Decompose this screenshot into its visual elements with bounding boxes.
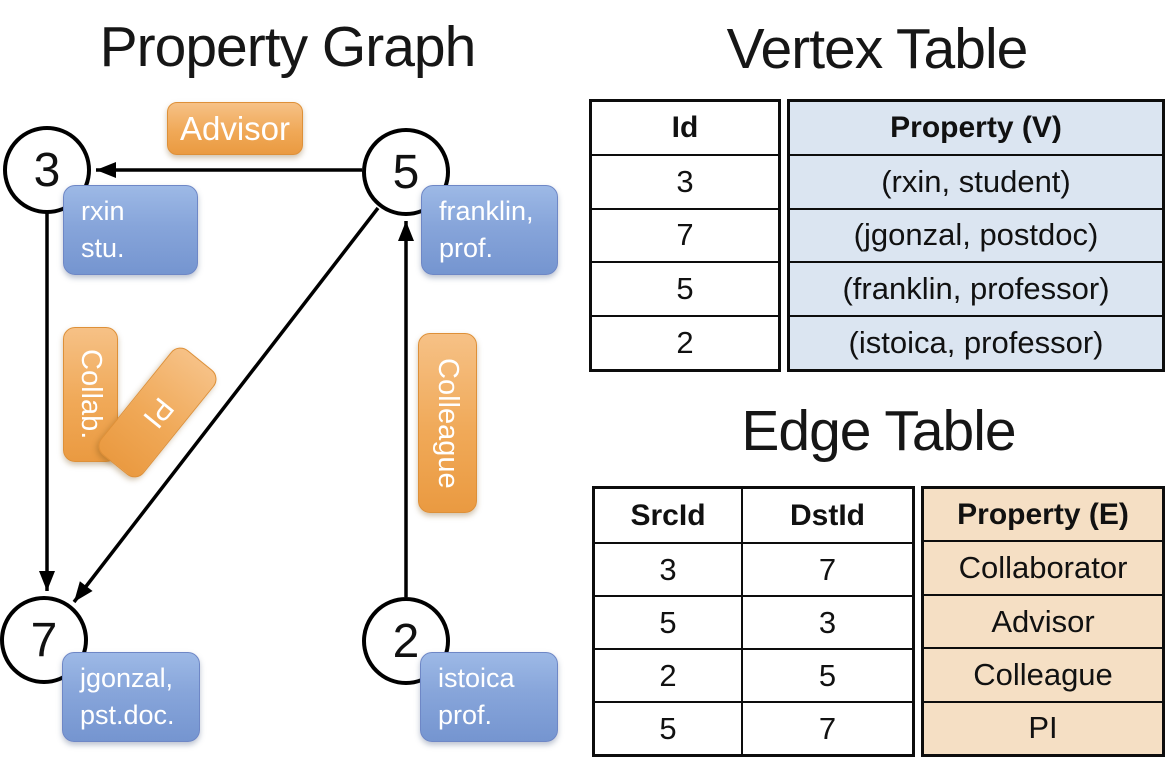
vertex-property-cell: (jgonzal, postdoc)	[790, 207, 1162, 262]
vertex-property-line: jgonzal,	[80, 663, 174, 693]
node-id-label: 3	[33, 143, 61, 197]
vertex-property-box-istoica: istoica prof.	[420, 652, 558, 742]
edge-5-to-7	[72, 206, 380, 604]
edge-label-text: Advisor	[179, 109, 291, 147]
vertex-table-property-column: Property (V) (rxin, student) (jgonzal, p…	[787, 99, 1165, 372]
vertex-property-box-franklin: franklin, prof.	[421, 185, 558, 275]
vertex-property-line: pst.doc.	[80, 700, 175, 730]
edge-table-src-dst-columns: SrcId DstId 3 7 5 3 2 5 5 7	[592, 486, 915, 757]
edge-label-advisor: Advisor	[167, 102, 303, 155]
vertex-property-line: prof.	[439, 233, 494, 263]
vertex-id-cell: 7	[592, 207, 778, 262]
graph-node-3: 3	[3, 126, 91, 214]
node-id-label: 7	[30, 613, 58, 667]
edge-property-cell: Collaborator	[924, 540, 1162, 594]
edge-src-cell: 5	[595, 701, 741, 754]
vertex-property-line: istoica	[438, 663, 515, 693]
vertex-property-box-jgonzal: jgonzal, pst.doc.	[62, 652, 200, 742]
edge-table-header-srcid: SrcId	[630, 498, 706, 532]
vertex-property-line: franklin,	[439, 196, 534, 226]
node-id-label: 5	[392, 145, 420, 199]
edge-table-header-property: Property (E)	[924, 489, 1162, 541]
edge-src-cell: 5	[595, 595, 741, 648]
vertex-table-id-column: Id 3 7 5 2	[589, 99, 781, 372]
node-id-label: 2	[392, 614, 420, 668]
vertex-table: Id 3 7 5 2 Property (V) (rxin, student) …	[589, 99, 1165, 372]
vertex-id-cell: 3	[592, 153, 778, 208]
vertex-table-header-id: Id	[671, 110, 699, 144]
edge-dst-cell: 7	[741, 701, 912, 754]
edge-label-text: Collab.	[75, 349, 107, 440]
vertex-property-cell: (istoica, professor)	[790, 315, 1162, 369]
vertex-property-box-rxin: rxin stu.	[63, 185, 198, 275]
edge-table-header-dstid: DstId	[741, 489, 912, 542]
edge-dst-cell: 5	[741, 648, 912, 701]
property-graph-title: Property Graph	[99, 15, 477, 79]
vertex-property-line: rxin	[81, 196, 125, 226]
edge-src-cell: 3	[595, 542, 741, 595]
vertex-id-cell: 5	[592, 261, 778, 315]
vertex-table-title: Vertex Table	[726, 17, 1029, 81]
edge-table: SrcId DstId 3 7 5 3 2 5 5 7 Property (E)…	[592, 486, 1165, 757]
edge-dst-cell: 3	[741, 595, 912, 648]
edge-dst-cell: 7	[741, 542, 912, 595]
edge-label-text: PI	[136, 391, 180, 435]
vertex-property-cell: (rxin, student)	[790, 153, 1162, 208]
vertex-property-line: prof.	[438, 700, 493, 730]
edge-table-title: Edge Table	[741, 399, 1016, 463]
vertex-table-header-property: Property (V)	[790, 102, 1162, 154]
edge-label-text: Colleague	[432, 357, 464, 489]
vertex-property-cell: (franklin, professor)	[790, 261, 1162, 316]
edge-label-colleague: Colleague	[418, 333, 477, 513]
vertex-property-line: stu.	[81, 233, 125, 263]
edge-property-cell: PI	[924, 700, 1162, 755]
vertex-id-cell: 2	[592, 315, 778, 369]
edge-table-property-column: Property (E) Collaborator Advisor Collea…	[921, 486, 1165, 757]
edge-property-cell: Colleague	[924, 647, 1162, 701]
edge-property-cell: Advisor	[924, 593, 1162, 648]
edge-src-cell: 2	[595, 648, 741, 701]
